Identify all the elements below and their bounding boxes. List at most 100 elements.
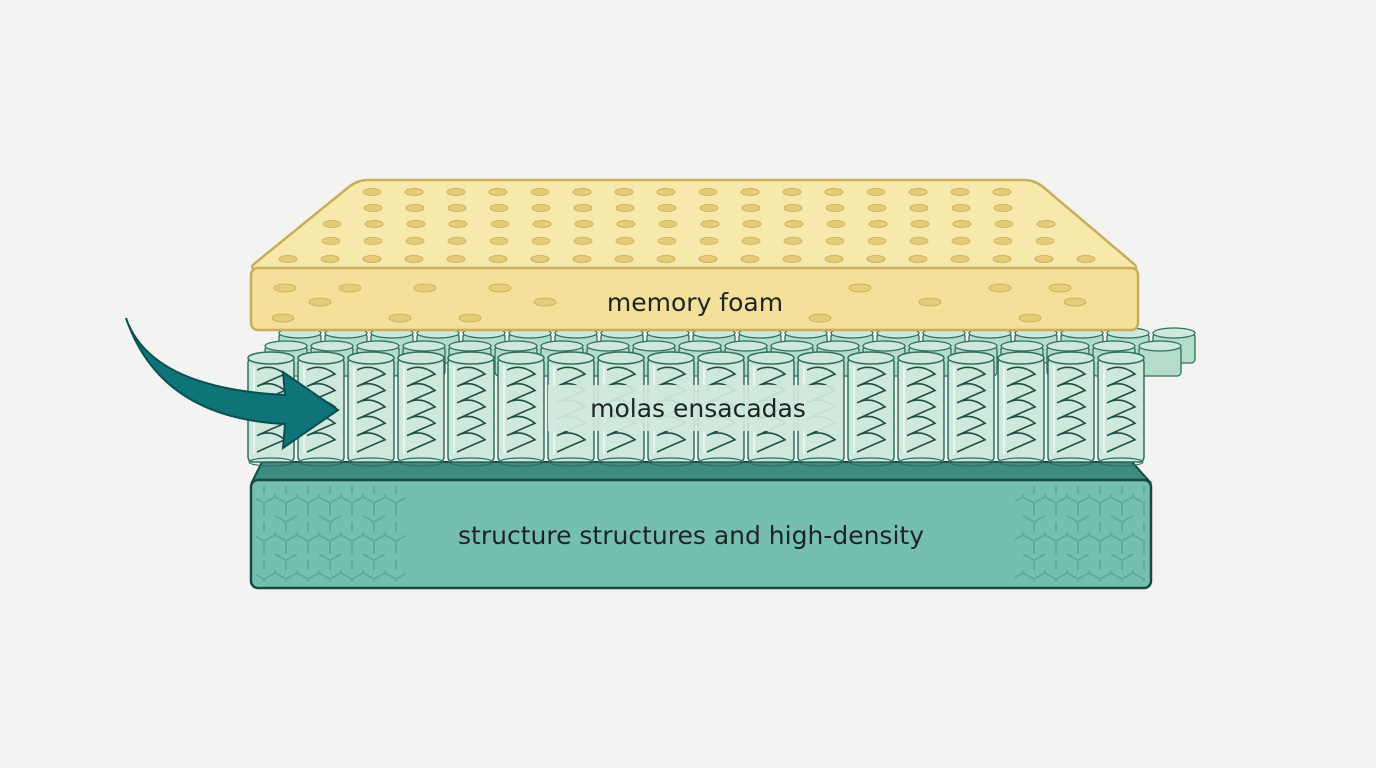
- foam-dot: [533, 297, 557, 307]
- foam-dot: [1063, 297, 1087, 307]
- base-layer-label: structure structures and high-density: [458, 521, 924, 550]
- spring-layer-label: molas ensacadas: [590, 394, 806, 423]
- foam-dot: [573, 203, 593, 212]
- foam-dot: [278, 254, 298, 263]
- foam-dot: [1076, 254, 1096, 263]
- spring-back: [1138, 340, 1182, 377]
- pocket-spring: [397, 351, 445, 467]
- foam-dot: [656, 254, 676, 263]
- spring-label-backdrop: [548, 385, 840, 431]
- foam-dot: [273, 283, 297, 293]
- foam-dot: [363, 236, 383, 245]
- pocket-spring: [747, 351, 795, 467]
- foam-dot: [488, 187, 508, 196]
- pocket-spring: [1047, 351, 1095, 467]
- pocket-spring: [347, 351, 395, 467]
- foam-dot: [951, 236, 971, 245]
- foam-dot: [406, 219, 426, 228]
- foam-dot: [782, 254, 802, 263]
- foam-dot: [614, 187, 634, 196]
- foam-dot: [271, 313, 295, 323]
- foam-layer-label: memory foam: [607, 288, 783, 317]
- foam-dot: [741, 236, 761, 245]
- foam-dot: [1034, 254, 1054, 263]
- foam-dot: [446, 187, 466, 196]
- foam-dot: [320, 254, 340, 263]
- foam-dot: [490, 219, 510, 228]
- foam-dot: [308, 297, 332, 307]
- foam-dot: [614, 254, 634, 263]
- pocket-spring: [497, 351, 545, 467]
- foam-dot: [532, 219, 552, 228]
- foam-dot: [657, 203, 677, 212]
- foam-dot: [488, 254, 508, 263]
- foam-dot: [447, 203, 467, 212]
- foam-dot: [1048, 283, 1072, 293]
- foam-dot: [488, 283, 512, 293]
- arrow-icon: [125, 317, 340, 451]
- foam-dot: [1018, 313, 1042, 323]
- foam-dot: [404, 254, 424, 263]
- pocket-spring: [997, 351, 1045, 467]
- foam-dot: [918, 297, 942, 307]
- foam-dot: [699, 236, 719, 245]
- foam-dot: [994, 219, 1014, 228]
- foam-dot: [782, 187, 802, 196]
- foam-dot: [866, 254, 886, 263]
- foam-dot: [993, 203, 1013, 212]
- foam-dot: [1035, 236, 1055, 245]
- foam-dot: [950, 187, 970, 196]
- foam-dot: [574, 219, 594, 228]
- foam-dot: [848, 283, 872, 293]
- foam-dot: [993, 236, 1013, 245]
- foam-dot: [489, 236, 509, 245]
- foam-dot: [530, 254, 550, 263]
- foam-dot: [741, 203, 761, 212]
- foam-dot: [447, 236, 467, 245]
- foam-dot: [1036, 219, 1056, 228]
- foam-dot: [808, 313, 832, 323]
- pocket-spring: [1097, 351, 1145, 467]
- foam-dot: [489, 203, 509, 212]
- foam-dot: [405, 236, 425, 245]
- base-layer: structure structures and high-density: [249, 461, 1153, 590]
- foam-dot: [405, 203, 425, 212]
- foam-dot: [908, 254, 928, 263]
- foam-dot: [698, 187, 718, 196]
- foam-dot: [740, 254, 760, 263]
- foam-dot: [868, 219, 888, 228]
- base-pattern-left: [256, 486, 406, 582]
- foam-dot: [616, 219, 636, 228]
- foam-dots: [271, 187, 1096, 323]
- foam-dot: [867, 236, 887, 245]
- base-front-face: [249, 478, 1153, 590]
- pocket-spring: [847, 351, 895, 467]
- foam-dot: [700, 219, 720, 228]
- foam-dot: [657, 236, 677, 245]
- foam-dot: [656, 187, 676, 196]
- foam-dot: [698, 254, 718, 263]
- spring-layer: molas ensacadas: [247, 327, 1196, 467]
- foam-dot: [363, 203, 383, 212]
- foam-dot: [740, 187, 760, 196]
- foam-dot: [826, 219, 846, 228]
- foam-dot: [951, 203, 971, 212]
- foam-dot: [362, 187, 382, 196]
- foam-dot: [992, 254, 1012, 263]
- foam-dot: [531, 203, 551, 212]
- foam-dot: [910, 219, 930, 228]
- foam-dot: [615, 203, 635, 212]
- foam-dot: [573, 236, 593, 245]
- foam-dot: [866, 187, 886, 196]
- foam-dot: [530, 187, 550, 196]
- foam-dot: [322, 219, 342, 228]
- foam-dot: [784, 219, 804, 228]
- foam-dot: [338, 283, 362, 293]
- foam-dot: [825, 236, 845, 245]
- foam-dot: [531, 236, 551, 245]
- foam-dot: [783, 236, 803, 245]
- foam-dot: [572, 187, 592, 196]
- foam-dot: [413, 283, 437, 293]
- pocket-spring: [947, 351, 995, 467]
